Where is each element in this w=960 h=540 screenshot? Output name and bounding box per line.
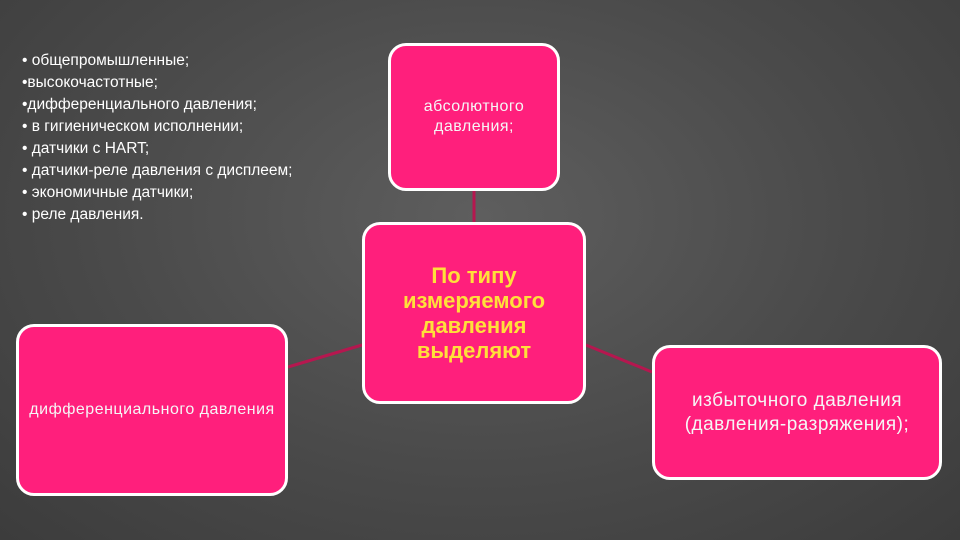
node-differential-pressure-label: дифференциального давления	[29, 401, 275, 418]
bullet-item: • экономичные датчики;	[22, 184, 194, 201]
node-absolute-pressure: абсолютного давления;	[388, 43, 560, 191]
bullet-item: • в гигиеническом исполнении;	[22, 118, 244, 135]
bullet-item: •высокочастотные;	[22, 74, 158, 91]
bullet-list: • общепромышленные; •высокочастотные; •д…	[22, 50, 322, 226]
bullet-item: •дифференциального давления;	[22, 96, 257, 113]
node-absolute-pressure-label: абсолютного давления;	[423, 98, 525, 135]
node-center-label: По типу измеряемого давления выделяют	[402, 263, 546, 363]
bullet-item: • реле давления.	[22, 206, 144, 223]
node-differential-pressure: дифференциального давления	[16, 324, 288, 496]
node-center: По типу измеряемого давления выделяют	[362, 222, 586, 404]
connector-left	[287, 343, 363, 369]
bullet-item: • общепромышленные;	[22, 52, 190, 69]
node-gauge-pressure-label: избыточного давления (давления-разряжени…	[684, 389, 910, 435]
bullet-item: • датчики с HART;	[22, 140, 150, 157]
connector-right	[585, 343, 653, 374]
bullet-item: • датчики-реле давления с дисплеем;	[22, 162, 293, 179]
node-gauge-pressure: избыточного давления (давления-разряжени…	[652, 345, 942, 480]
